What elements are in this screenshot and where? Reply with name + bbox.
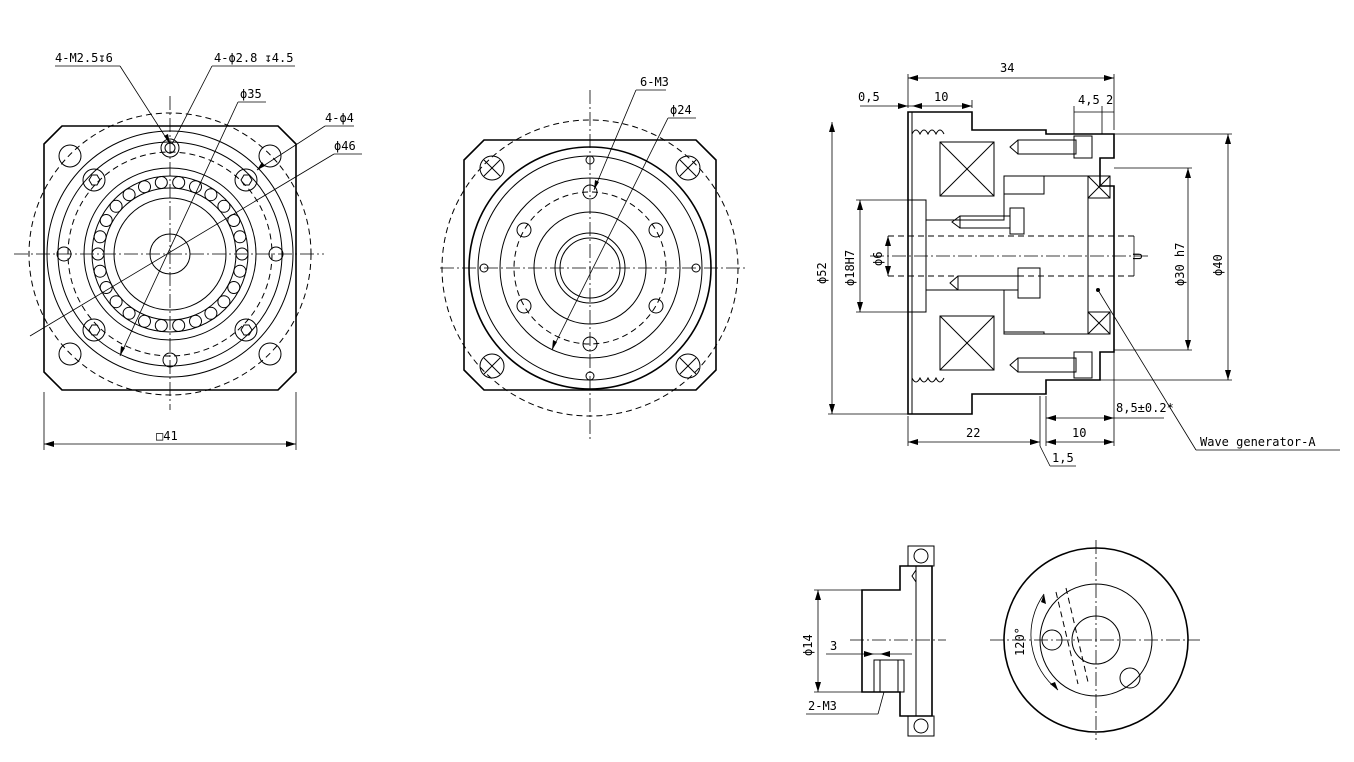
dim-d6: ϕ6 xyxy=(871,252,885,266)
rear-view: 6-M3 ϕ24 xyxy=(440,75,746,440)
dim-2-m3: 2-M3 xyxy=(808,699,837,713)
rear-flange-outline xyxy=(463,139,717,391)
dim-d30h7: ϕ30 h7 xyxy=(1173,243,1187,286)
roller xyxy=(204,306,218,320)
rear-corner-holes xyxy=(479,155,701,379)
roller xyxy=(172,176,186,189)
side-view: 34 0,5 10 4,5 2 ϕ52 ϕ18H7 ϕ6 U ϕ30 h7 ϕ4… xyxy=(815,61,1340,467)
roller xyxy=(227,281,241,294)
dim-4-5: 4,5 xyxy=(1078,93,1100,107)
side-outline xyxy=(907,111,1115,415)
detail-side-view: ϕ14 3 2-M3 xyxy=(801,545,946,737)
front-bolt-circle xyxy=(67,151,273,357)
roller xyxy=(154,176,168,189)
detail-hole-right xyxy=(1119,667,1141,689)
front-corner-holes xyxy=(58,144,282,366)
roller xyxy=(99,281,113,294)
dim-0-5: 0,5 xyxy=(858,90,880,104)
roller xyxy=(189,180,202,194)
bearing-top xyxy=(939,141,995,197)
roller xyxy=(233,230,247,244)
roller xyxy=(109,295,123,309)
dim-3: 3 xyxy=(830,639,837,653)
roller xyxy=(122,306,136,320)
label-4-d2-8: 4-ϕ2.8 ↧4.5 xyxy=(214,51,293,65)
roller xyxy=(233,264,247,278)
label-d35: ϕ35 xyxy=(240,87,262,101)
dim-2: 2 xyxy=(1106,93,1113,107)
dim-10-bottom: 10 xyxy=(1072,426,1086,440)
label-4-m2-5: 4-M2.5↧6 xyxy=(55,51,113,65)
roller xyxy=(138,180,151,194)
roller xyxy=(217,295,231,309)
dim-34: 34 xyxy=(1000,61,1014,75)
roller xyxy=(93,230,107,244)
bearing-bottom xyxy=(939,315,995,371)
dim-10-top: 10 xyxy=(934,90,948,104)
roller xyxy=(217,199,231,213)
roller xyxy=(99,214,113,227)
dim-1-5: 1,5 xyxy=(1052,451,1074,465)
dim-d18h7: ϕ18H7 xyxy=(843,250,857,286)
roller xyxy=(138,314,151,328)
roller xyxy=(204,188,218,202)
front-screws xyxy=(82,168,258,342)
detail-side-outline xyxy=(861,565,933,717)
roller xyxy=(122,188,136,202)
roller xyxy=(109,199,123,213)
label-sq41: □41 xyxy=(156,429,178,443)
dim-d52: ϕ52 xyxy=(815,262,829,284)
front-view: 4-M2.5↧6 4-ϕ2.8 ↧4.5 ϕ35 4-ϕ4 ϕ46 □41 xyxy=(14,51,362,450)
roller xyxy=(154,319,168,332)
roller xyxy=(93,264,107,278)
label-d46: ϕ46 xyxy=(334,139,356,153)
roller xyxy=(227,214,241,227)
callout-wave-generator: Wave generator-A xyxy=(1200,435,1316,449)
front-flange-outline xyxy=(43,125,297,391)
label-d24: ϕ24 xyxy=(670,103,692,117)
dim-22: 22 xyxy=(966,426,980,440)
label-6-m3: 6-M3 xyxy=(640,75,669,89)
dim-8-5: 8,5±0.2* xyxy=(1116,401,1174,415)
dim-120-deg: 120° xyxy=(1013,627,1027,656)
detail-front-view: 120° xyxy=(990,540,1200,740)
dim-d40: ϕ40 xyxy=(1211,254,1225,276)
label-4-d4: 4-ϕ4 xyxy=(325,111,354,125)
dim-u: U xyxy=(1131,253,1145,260)
roller xyxy=(172,319,186,332)
roller xyxy=(189,314,202,328)
dim-d14: ϕ14 xyxy=(801,634,815,656)
